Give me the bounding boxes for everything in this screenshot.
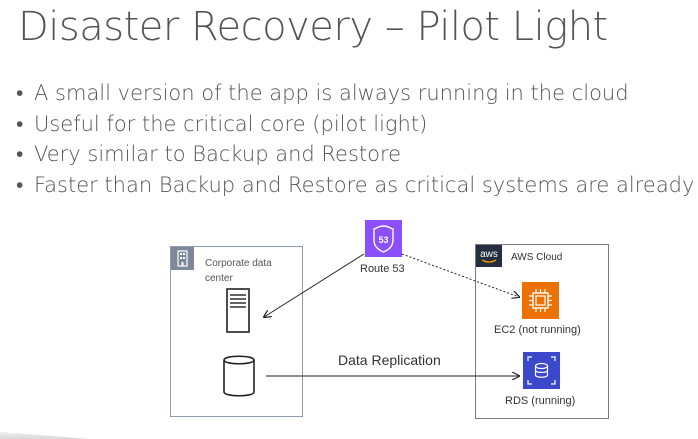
bullet-item: •Very similar to Backup and Restore (16, 142, 402, 166)
ec2-icon (522, 282, 559, 319)
bullet-list: •A small version of the app is always ru… (16, 78, 698, 200)
aws-logo-text: aws (480, 249, 498, 260)
route53-to-server-arrow (264, 253, 365, 317)
bullet-text: Useful for the critical core (pilot ligh… (34, 111, 428, 136)
bullet-item: •Useful for the critical core (pilot lig… (16, 111, 428, 136)
route53-label: Route 53 (360, 263, 405, 275)
rds-icon (523, 352, 560, 389)
aws-logo-icon: aws (476, 245, 502, 267)
rds-label: RDS (running) (505, 395, 576, 407)
database-icon (223, 355, 255, 397)
bullet-item: •A small version of the app is always ru… (16, 81, 629, 105)
building-icon (171, 247, 194, 270)
aws-cloud-label: AWS Cloud (511, 252, 563, 263)
bullet-item: •Faster than Backup and Restore as criti… (16, 170, 698, 201)
route53-to-ec2-arrow (401, 253, 519, 297)
server-icon (226, 288, 250, 333)
bullet-text: Very similar to Backup and Restore (34, 142, 402, 166)
aws-cloud-box (475, 244, 609, 419)
slide-title: Disaster Recovery – Pilot Light (18, 4, 608, 50)
route53-badge: 53 (378, 235, 388, 245)
ec2-label: EC2 (not running) (494, 324, 581, 336)
bullet-text: A small version of the app is always run… (34, 81, 629, 105)
corporate-data-center-box (170, 246, 303, 417)
replication-label: Data Replication (338, 352, 441, 368)
route53-icon: 53 (365, 220, 402, 257)
bullet-text: Faster than Backup and Restore as critic… (34, 172, 698, 197)
corporate-label: Corporate data center (205, 258, 272, 284)
